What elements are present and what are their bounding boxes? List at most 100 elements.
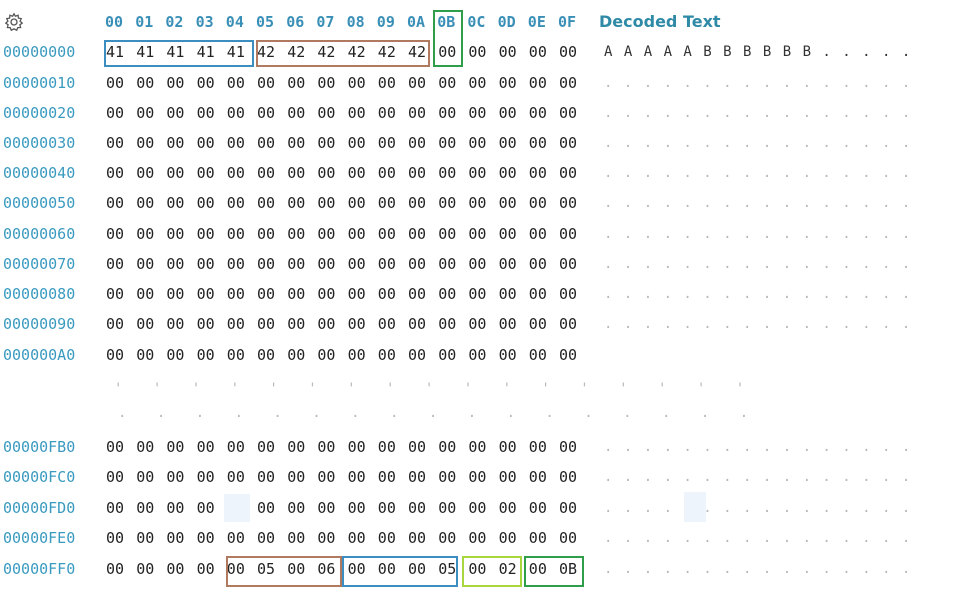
byte-cell[interactable]: 00 bbox=[257, 194, 276, 212]
byte-cell[interactable]: 00 bbox=[468, 438, 487, 456]
byte-cell[interactable]: 00 bbox=[498, 104, 517, 122]
byte-cell[interactable]: 00 bbox=[559, 225, 578, 243]
byte-cell[interactable]: 00 bbox=[528, 104, 547, 122]
byte-cell[interactable]: 00 bbox=[408, 74, 427, 92]
byte-cell[interactable]: 00 bbox=[317, 438, 336, 456]
byte-cell[interactable]: 00 bbox=[136, 438, 155, 456]
byte-cell[interactable]: 00 bbox=[136, 499, 155, 517]
byte-cell[interactable]: 00 bbox=[196, 560, 215, 578]
byte-cell[interactable]: 00 bbox=[257, 74, 276, 92]
byte-cell[interactable]: 00 bbox=[287, 255, 306, 273]
byte-cell[interactable]: 00 bbox=[559, 255, 578, 273]
byte-cell[interactable]: 00 bbox=[498, 315, 517, 333]
byte-cell[interactable]: 00 bbox=[287, 74, 306, 92]
byte-cell[interactable]: 00 bbox=[106, 529, 125, 547]
byte-cell[interactable]: 00 bbox=[377, 74, 396, 92]
byte-cell[interactable]: 00 bbox=[468, 134, 487, 152]
row-address[interactable]: 00000090 bbox=[3, 315, 76, 333]
byte-cell[interactable]: 00 bbox=[106, 438, 125, 456]
byte-cell[interactable]: 00 bbox=[528, 285, 547, 303]
byte-cell[interactable]: 00 bbox=[166, 438, 185, 456]
byte-cell[interactable]: 00 bbox=[106, 225, 125, 243]
byte-cell[interactable]: 00 bbox=[498, 529, 517, 547]
byte-cell[interactable]: 41 bbox=[136, 43, 155, 61]
byte-cell[interactable]: 00 bbox=[559, 499, 578, 517]
byte-cell[interactable]: 42 bbox=[287, 43, 306, 61]
byte-cell[interactable]: 41 bbox=[106, 43, 125, 61]
byte-cell[interactable]: 00 bbox=[377, 529, 396, 547]
byte-cell[interactable]: 00 bbox=[408, 194, 427, 212]
byte-cell[interactable]: 00 bbox=[257, 438, 276, 456]
byte-cell[interactable]: 00 bbox=[468, 194, 487, 212]
byte-cell[interactable]: 00 bbox=[559, 194, 578, 212]
decoded-text[interactable]: . . . . . . . . . . . . . . . . bbox=[604, 195, 912, 211]
byte-cell[interactable]: 00 bbox=[408, 529, 427, 547]
byte-cell[interactable]: 00 bbox=[347, 315, 366, 333]
byte-cell[interactable]: 00 bbox=[347, 104, 366, 122]
byte-cell[interactable]: 00 bbox=[377, 346, 396, 364]
byte-cell[interactable]: 00 bbox=[106, 499, 125, 517]
byte-cell[interactable]: 00 bbox=[226, 346, 245, 364]
byte-cell[interactable]: 00 bbox=[106, 74, 125, 92]
byte-cell[interactable]: 00 bbox=[317, 346, 336, 364]
byte-cell[interactable]: 00 bbox=[438, 438, 457, 456]
byte-cell[interactable]: 00 bbox=[468, 499, 487, 517]
byte-cell[interactable]: 00 bbox=[347, 438, 366, 456]
byte-cell[interactable]: 00 bbox=[196, 74, 215, 92]
byte-cell[interactable]: 00 bbox=[528, 315, 547, 333]
byte-cell[interactable]: 00 bbox=[559, 529, 578, 547]
byte-cell[interactable]: 00 bbox=[166, 164, 185, 182]
byte-cell[interactable]: 00 bbox=[347, 164, 366, 182]
byte-cell[interactable]: 00 bbox=[166, 194, 185, 212]
byte-cell[interactable]: 0B bbox=[559, 560, 578, 578]
byte-cell[interactable]: 00 bbox=[528, 134, 547, 152]
decoded-text[interactable]: . . . . . . . . . . . . . . . . bbox=[604, 226, 912, 242]
byte-cell[interactable]: 00 bbox=[287, 560, 306, 578]
byte-cell[interactable]: 00 bbox=[528, 255, 547, 273]
row-address[interactable]: 00000FD0 bbox=[3, 499, 76, 517]
byte-cell[interactable]: 00 bbox=[498, 43, 517, 61]
byte-cell[interactable]: 00 bbox=[559, 346, 578, 364]
byte-cell[interactable]: 00 bbox=[257, 285, 276, 303]
byte-cell[interactable]: 02 bbox=[498, 560, 517, 578]
byte-cell[interactable]: 00 bbox=[559, 104, 578, 122]
byte-cell[interactable]: 00 bbox=[136, 285, 155, 303]
byte-cell[interactable]: 00 bbox=[559, 468, 578, 486]
byte-cell[interactable]: 00 bbox=[196, 255, 215, 273]
byte-cell[interactable]: 00 bbox=[438, 529, 457, 547]
byte-cell[interactable]: 42 bbox=[347, 43, 366, 61]
byte-cell[interactable]: 00 bbox=[438, 225, 457, 243]
byte-cell[interactable]: 00 bbox=[377, 194, 396, 212]
byte-cell[interactable]: 00 bbox=[438, 134, 457, 152]
byte-cell[interactable]: 00 bbox=[317, 104, 336, 122]
byte-cell[interactable]: 00 bbox=[408, 104, 427, 122]
byte-cell[interactable]: 00 bbox=[468, 104, 487, 122]
byte-cell[interactable]: 00 bbox=[166, 346, 185, 364]
byte-cell[interactable]: 00 bbox=[287, 134, 306, 152]
byte-cell[interactable]: 00 bbox=[498, 468, 517, 486]
byte-cell[interactable]: 00 bbox=[438, 104, 457, 122]
byte-cell[interactable]: 00 bbox=[257, 164, 276, 182]
byte-cell[interactable]: 00 bbox=[408, 438, 427, 456]
byte-cell[interactable]: 00 bbox=[528, 43, 547, 61]
byte-cell[interactable]: 00 bbox=[408, 285, 427, 303]
byte-cell[interactable]: 00 bbox=[528, 529, 547, 547]
byte-cell[interactable]: 00 bbox=[166, 499, 185, 517]
byte-cell[interactable]: 00 bbox=[408, 315, 427, 333]
byte-cell[interactable]: 00 bbox=[287, 468, 306, 486]
byte-cell[interactable]: 00 bbox=[347, 346, 366, 364]
byte-cell[interactable]: 00 bbox=[559, 164, 578, 182]
byte-cell[interactable]: 00 bbox=[498, 285, 517, 303]
byte-cell[interactable]: 00 bbox=[226, 134, 245, 152]
byte-cell[interactable]: 00 bbox=[498, 346, 517, 364]
byte-cell[interactable]: 00 bbox=[317, 468, 336, 486]
byte-cell[interactable]: 41 bbox=[226, 43, 245, 61]
byte-cell[interactable]: 00 bbox=[438, 255, 457, 273]
byte-cell[interactable]: 00 bbox=[468, 346, 487, 364]
byte-cell[interactable]: 00 bbox=[498, 194, 517, 212]
byte-cell[interactable]: 00 bbox=[317, 194, 336, 212]
byte-cell[interactable]: 00 bbox=[347, 255, 366, 273]
byte-cell[interactable]: 00 bbox=[196, 104, 215, 122]
byte-cell[interactable]: 00 bbox=[317, 285, 336, 303]
byte-cell[interactable]: 00 bbox=[559, 285, 578, 303]
